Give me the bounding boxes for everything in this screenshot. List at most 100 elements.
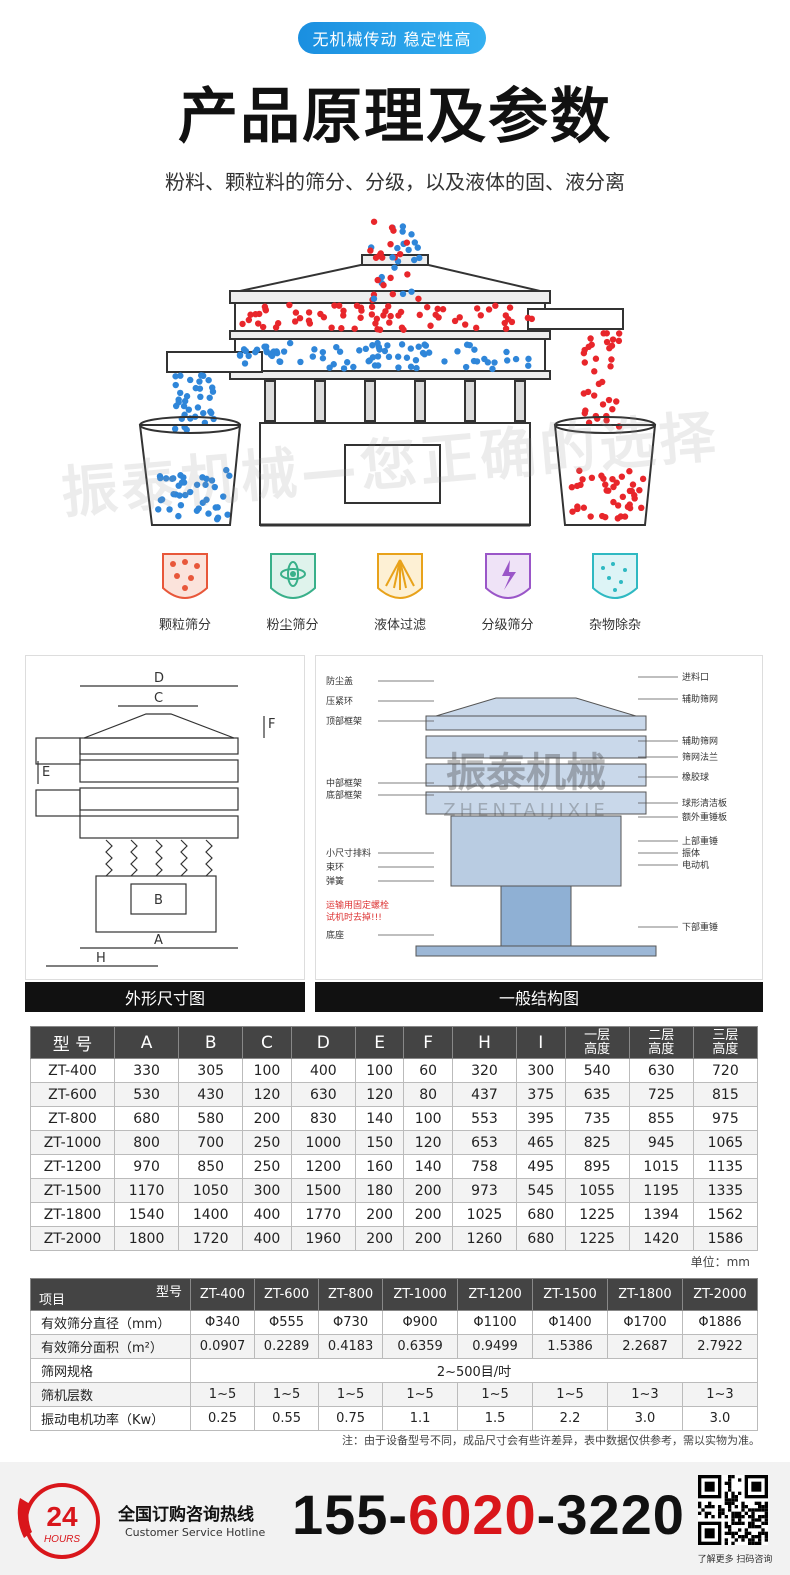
table-cell: 465: [516, 1130, 566, 1155]
dimension-header-cell: 二层 高度: [628, 1026, 694, 1059]
table-cell: 100: [403, 1106, 453, 1131]
table-cell: 973: [451, 1178, 518, 1203]
structure-left-label: 弹簧: [326, 875, 344, 887]
structure-left-label: 小尺寸排料: [326, 847, 371, 859]
dimension-header-cell: C: [242, 1026, 292, 1059]
dimension-header-cell: 一层 高度: [564, 1026, 630, 1059]
table-cell: 975: [692, 1106, 759, 1131]
table-cell: 1960: [290, 1226, 356, 1251]
table-cell: 300: [242, 1178, 292, 1203]
tagline-pill: 无机械传动 稳定性高: [298, 22, 486, 54]
structure-logo-cn: 振泰机械: [446, 750, 606, 796]
table-cell: 0.0907: [189, 1334, 256, 1359]
table-cell: 1800: [113, 1226, 180, 1251]
table-cell: Φ1886: [681, 1310, 759, 1335]
grading-icon: [484, 553, 531, 599]
spec-model-header: ZT-1800: [607, 1278, 683, 1311]
table-cell: 2~500目/吋: [190, 1358, 758, 1383]
spec-model-header: ZT-1000: [382, 1278, 459, 1311]
feature-label: 颗粒筛分: [158, 618, 211, 633]
feature-impurity: 杂物除杂: [570, 550, 660, 635]
table-cell: 150: [354, 1130, 405, 1155]
table-cell: 735: [564, 1106, 630, 1131]
structure-right-label: 辅助筛网: [682, 693, 718, 705]
table-cell: 635: [564, 1082, 630, 1107]
table-cell: 1~5: [532, 1382, 608, 1407]
structure-right-label: 橡胶球: [682, 771, 709, 783]
structure-right-label: 电动机: [682, 859, 709, 871]
badge-number: 24: [46, 1501, 78, 1532]
table-cell: 970: [113, 1154, 180, 1179]
table-cell: Φ900: [382, 1310, 459, 1335]
table-cell: 180: [354, 1178, 405, 1203]
dim-label-b: B: [154, 893, 163, 908]
structure-left-label: 压紧环: [326, 696, 353, 707]
feature-granule: 颗粒筛分: [140, 550, 230, 635]
table-cell: 1135: [692, 1154, 759, 1179]
structure-left-label: 底部框架: [326, 789, 362, 801]
table-cell: 330: [113, 1058, 180, 1083]
hotline-label-en: Customer Service Hotline: [125, 1526, 266, 1539]
phone-part-3: -3220: [536, 1483, 685, 1546]
dim-label-a: A: [154, 933, 163, 948]
dim-label-c: C: [154, 691, 163, 706]
table-cell: ZT-800: [30, 1106, 115, 1131]
table-cell: Φ1100: [457, 1310, 534, 1335]
hotline-phone[interactable]: 155-6020-3220: [292, 1482, 685, 1547]
table-cell: 1335: [692, 1178, 759, 1203]
phone-part-1: 155-: [292, 1483, 409, 1546]
table-cell: 1540: [113, 1202, 180, 1227]
table-cell: 1260: [451, 1226, 518, 1251]
table-cell: 120: [242, 1082, 292, 1107]
table-cell: 725: [628, 1082, 694, 1107]
structure-drawing: 振泰机械 ZHENTAIJIXIE 防尘盖压紧环顶部框架中部框架底部框架小尺寸排…: [326, 671, 727, 957]
table-cell: Φ730: [318, 1310, 384, 1335]
table-cell: Φ340: [189, 1310, 256, 1335]
page-title: 产品原理及参数: [178, 82, 612, 152]
structure-left-label: 底座: [326, 929, 344, 941]
qr-caption: 了解更多 扫码咨询: [697, 1555, 773, 1565]
table-cell: 160: [354, 1154, 405, 1179]
spec-row-label: 有效筛分直径（mm）: [30, 1310, 191, 1335]
qr-code[interactable]: [698, 1475, 768, 1545]
table-cell: 1055: [564, 1178, 630, 1203]
warning-line-2: 试机时去掉!!!: [326, 911, 382, 923]
table-cell: 1050: [178, 1178, 244, 1203]
table-cell: 400: [242, 1226, 292, 1251]
table-cell: 0.9499: [457, 1334, 534, 1359]
table-cell: 0.4183: [318, 1334, 384, 1359]
table-cell: 720: [692, 1058, 759, 1083]
table-cell: 200: [354, 1226, 405, 1251]
table-cell: 80: [403, 1082, 453, 1107]
spec-row-label: 振动电机功率（Kw）: [30, 1406, 191, 1431]
table-cell: 680: [113, 1106, 180, 1131]
structure-diagram: 振泰机械 ZHENTAIJIXIE 防尘盖压紧环顶部框架中部框架底部框架小尺寸排…: [315, 655, 763, 980]
table-cell: 2.7922: [681, 1334, 759, 1359]
table-cell: 1770: [290, 1202, 356, 1227]
spec-model-header: ZT-1500: [532, 1278, 608, 1311]
granule-icon: [162, 553, 208, 599]
feature-liquid: 液体过滤: [355, 550, 445, 635]
table-cell: 630: [290, 1082, 356, 1107]
table-cell: 1~5: [382, 1382, 459, 1407]
table-cell: 140: [354, 1106, 405, 1131]
dimension-header-cell: I: [516, 1026, 566, 1059]
dim-label-f: F: [268, 717, 275, 732]
dim-label-d: D: [154, 671, 164, 686]
table-cell: 100: [354, 1058, 405, 1083]
dimension-header-cell: D: [290, 1026, 356, 1059]
table-cell: 1~5: [254, 1382, 320, 1407]
dust-icon: [269, 553, 316, 599]
sieve-machine-illustration: [138, 218, 657, 527]
structure-right-label: 上部重锤: [682, 835, 718, 847]
unit-label: 单位：mm: [690, 1255, 750, 1269]
feature-icons-row: 颗粒筛分 粉尘筛分 液体过滤 分级筛分 杂物除杂: [140, 550, 660, 635]
structure-right-label: 辅助筛网: [682, 735, 718, 747]
structure-right-label: 进料口: [682, 671, 709, 683]
24-hours-badge: 24 HOURS: [17, 1483, 100, 1559]
table-cell: 1225: [564, 1226, 630, 1251]
